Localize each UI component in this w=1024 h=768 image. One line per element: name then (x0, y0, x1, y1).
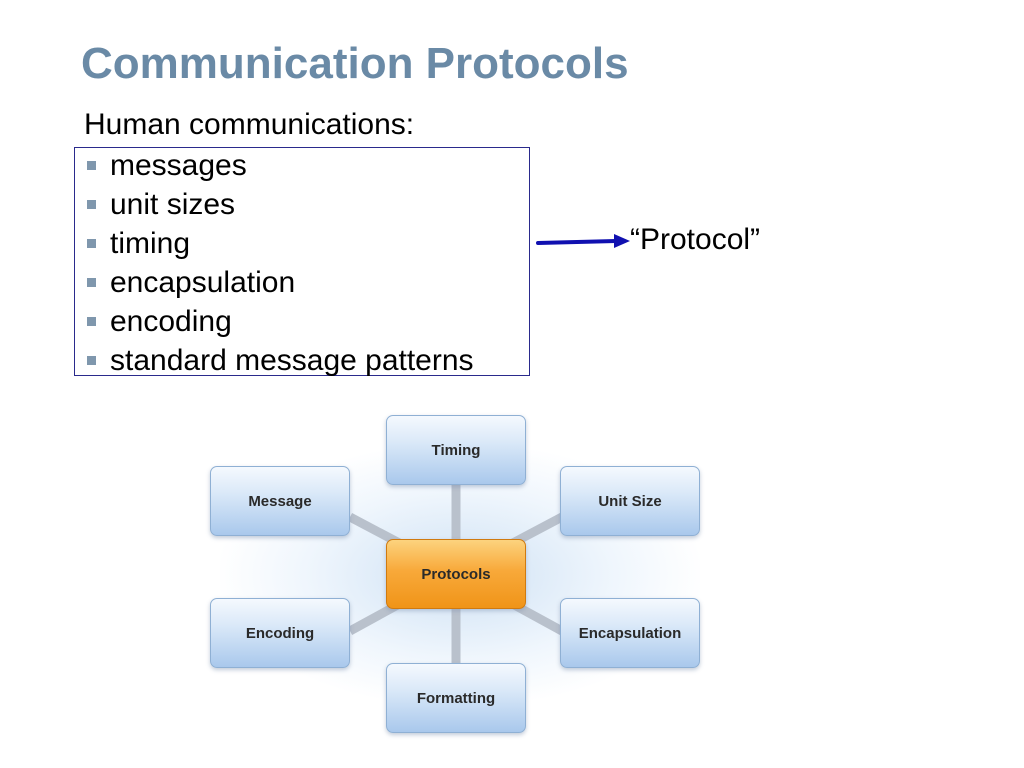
bullet-list: messages unit sizes timing encapsulation… (87, 146, 474, 380)
bullet-text: encoding (110, 305, 232, 338)
bullet-text: messages (110, 149, 247, 182)
right-arrow-icon (536, 234, 630, 248)
node-message: Message (210, 466, 350, 536)
node-encoding: Encoding (210, 598, 350, 668)
bullet-text: standard message patterns (110, 344, 474, 377)
protocol-diagram: Timing Message Unit Size Protocols Encod… (200, 405, 720, 745)
bullet-text: unit sizes (110, 188, 236, 221)
square-bullet-icon (87, 317, 96, 326)
square-bullet-icon (87, 161, 96, 170)
bullet-item: timing (87, 224, 474, 263)
slide-title: Communication Protocols (81, 39, 629, 88)
node-unit-size: Unit Size (560, 466, 700, 536)
node-formatting: Formatting (386, 663, 526, 733)
intro-text: Human communications: (84, 108, 415, 141)
bullet-list-box: messages unit sizes timing encapsulation… (74, 147, 530, 377)
square-bullet-icon (87, 356, 96, 365)
bullet-item: encoding (87, 302, 474, 341)
bullet-item: encapsulation (87, 263, 474, 302)
bullet-text: timing (110, 227, 191, 260)
node-timing: Timing (386, 415, 526, 485)
square-bullet-icon (87, 278, 96, 287)
bullet-text: encapsulation (110, 266, 296, 299)
square-bullet-icon (87, 239, 96, 248)
bullet-item: unit sizes (87, 185, 474, 224)
square-bullet-icon (87, 200, 96, 209)
bullet-item: messages (87, 146, 474, 185)
bullet-item: standard message patterns (87, 341, 474, 380)
node-protocols: Protocols (386, 539, 526, 609)
node-encapsulation: Encapsulation (560, 598, 700, 668)
protocol-label: “Protocol” (630, 223, 761, 256)
